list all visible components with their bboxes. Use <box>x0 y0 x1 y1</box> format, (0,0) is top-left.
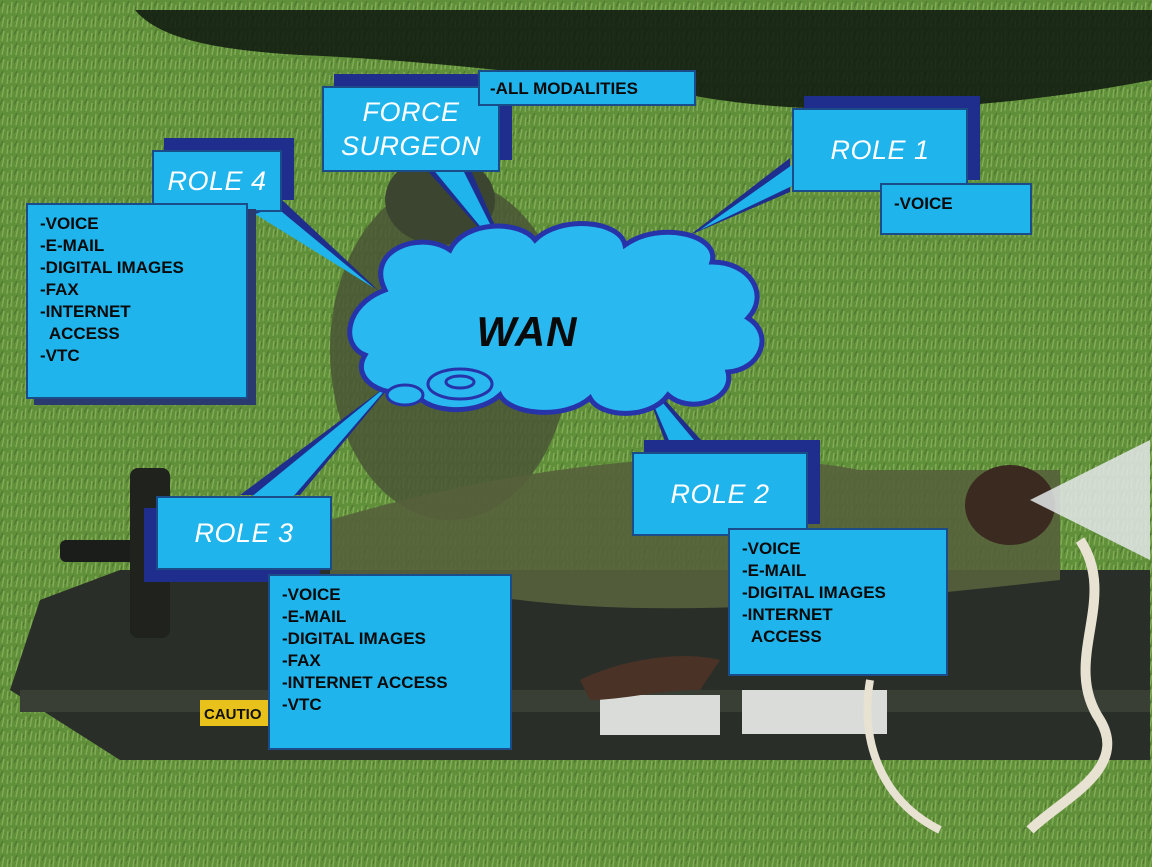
device-panel <box>600 695 720 735</box>
capability-item: -FAX <box>282 651 321 670</box>
role-3-capabilities: -VOICE -E-MAIL -DIGITAL IMAGES -FAX -INT… <box>268 574 512 750</box>
wan-cloud <box>347 221 765 416</box>
capability-item: -ALL MODALITIES <box>490 79 638 98</box>
capability-item: -VOICE <box>894 194 953 213</box>
capability-item: -INTERNET ACCESS <box>282 673 448 692</box>
role-2-capabilities: -VOICE -E-MAIL -DIGITAL IMAGES -INTERNET… <box>728 528 948 676</box>
force-surgeon-title-line: FORCE <box>362 97 460 127</box>
capability-item: -DIGITAL IMAGES <box>742 583 886 602</box>
capability-item: -VOICE <box>282 585 341 604</box>
capability-item: -E-MAIL <box>742 561 807 580</box>
monitor-equipment <box>1030 440 1150 560</box>
force-surgeon-title-line: SURGEON <box>340 131 482 161</box>
wan-hub-label: WAN <box>476 308 578 355</box>
caution-tag <box>200 700 272 726</box>
force-surgeon-title: FORCE SURGEON <box>322 86 500 172</box>
vehicle-shadow <box>135 10 1152 110</box>
capability-item: -VTC <box>40 346 80 365</box>
role-1-title: ROLE 1 <box>792 108 968 192</box>
capability-item: -E-MAIL <box>282 607 347 626</box>
role-2-title: ROLE 2 <box>632 452 808 536</box>
medical-tubing <box>1026 537 1113 834</box>
patient-head <box>965 465 1055 545</box>
capability-item: ACCESS <box>40 324 120 343</box>
capability-item: -VTC <box>282 695 322 714</box>
patient-hand <box>580 656 720 700</box>
force-surgeon-capabilities: -ALL MODALITIES <box>478 70 696 106</box>
role-4-title: ROLE 4 <box>152 150 282 212</box>
role-3-title: ROLE 3 <box>156 496 332 570</box>
caution-tag-text: CAUTIO <box>204 706 262 723</box>
capability-item: -INTERNET <box>742 605 833 624</box>
capability-item: -FAX <box>40 280 79 299</box>
connector-role-1 <box>690 158 792 235</box>
role-4-capabilities: -VOICE -E-MAIL -DIGITAL IMAGES -FAX -INT… <box>26 203 248 399</box>
device-panel <box>742 690 887 734</box>
role-1-capabilities: -VOICE <box>880 183 1032 235</box>
capability-item: -DIGITAL IMAGES <box>282 629 426 648</box>
capability-item: -E-MAIL <box>40 236 105 255</box>
capability-item: -INTERNET <box>40 302 131 321</box>
capability-item: ACCESS <box>742 627 822 646</box>
capability-item: -VOICE <box>742 539 801 558</box>
connector-role-4 <box>250 198 378 290</box>
capability-item: -DIGITAL IMAGES <box>40 258 184 277</box>
connector-role-3 <box>240 380 395 498</box>
capability-item: -VOICE <box>40 214 99 233</box>
